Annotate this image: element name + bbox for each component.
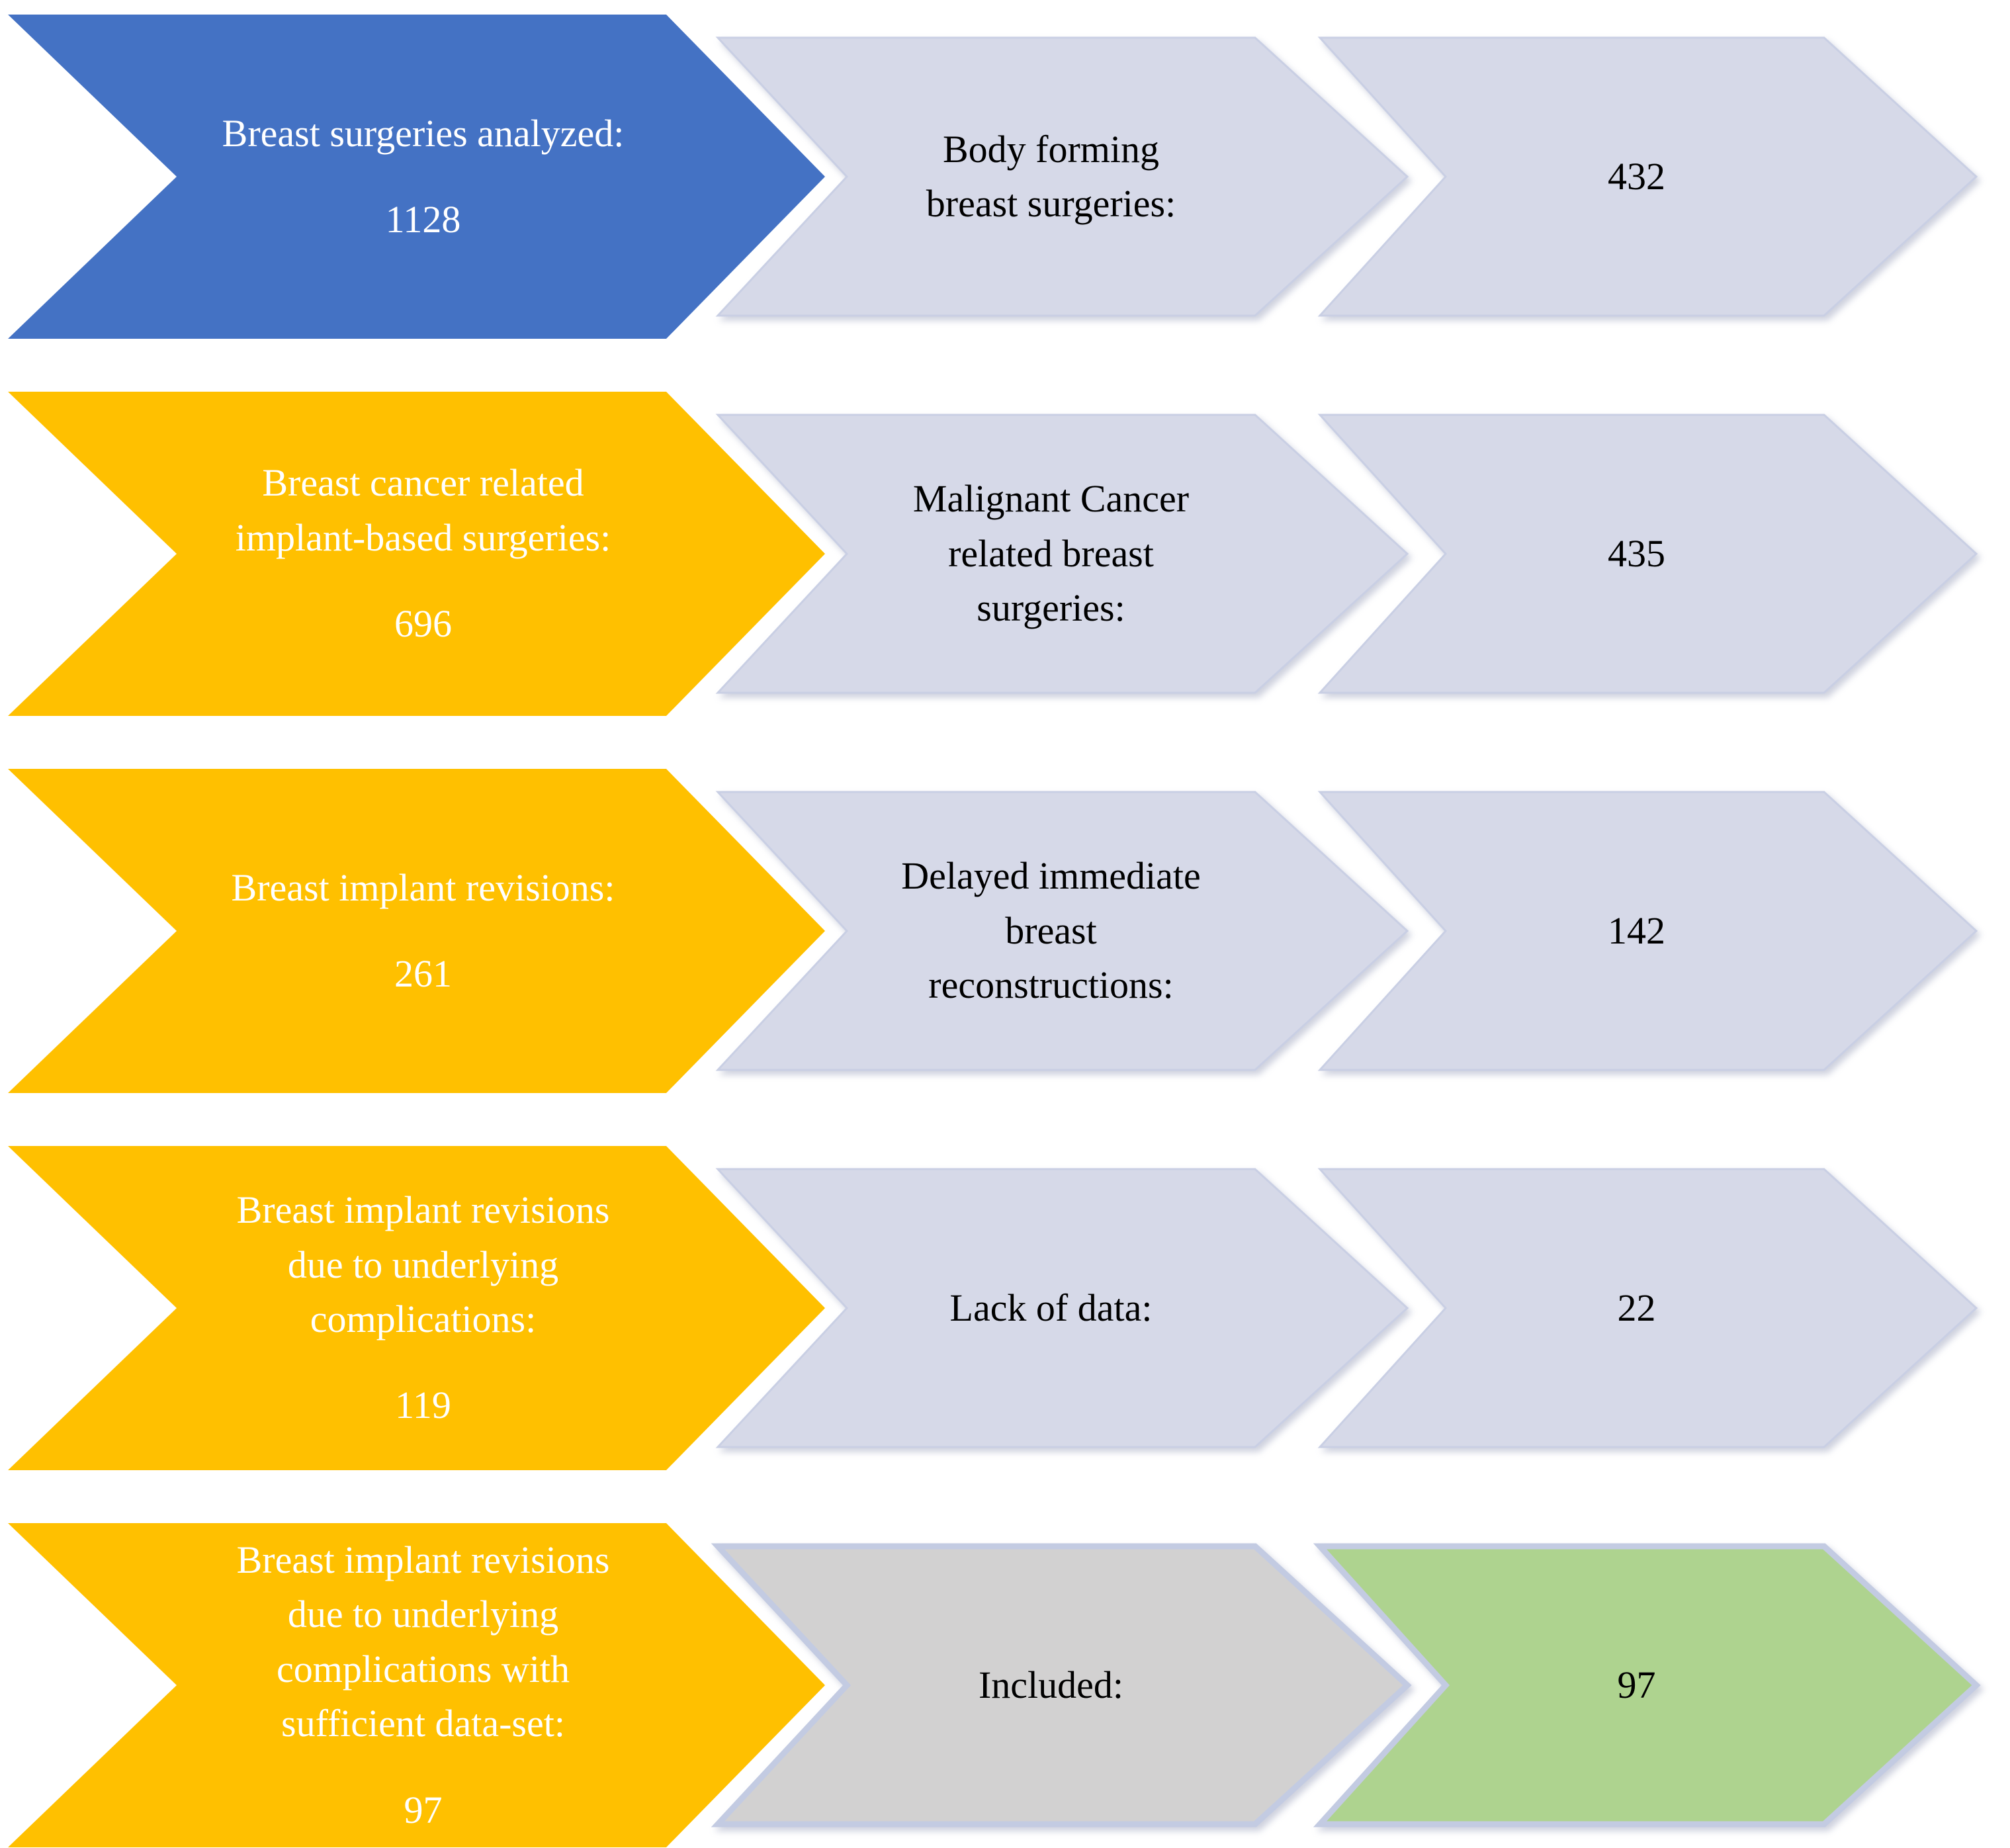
- chevron-value: 22: [1617, 1286, 1656, 1329]
- chevron-arrow-icon: [1313, 1543, 1981, 1827]
- chevron-row3-count: 142: [1317, 791, 1978, 1071]
- chevron-row1-category: Body forming breast surgeries:: [715, 36, 1409, 317]
- chevron-value: 119: [395, 1384, 451, 1427]
- chevron-arrow-icon: [8, 1523, 825, 1847]
- chevron-value: 696: [394, 602, 452, 646]
- chevron-label: Included:: [978, 1663, 1124, 1706]
- chevron-row4-category: Lack of data:: [715, 1168, 1409, 1448]
- chevron-arrow-icon: [715, 791, 1409, 1071]
- chevron-value: 432: [1608, 154, 1665, 198]
- chevron-arrow-icon: [1317, 1168, 1978, 1448]
- chevron-row4-count: 22: [1317, 1168, 1978, 1448]
- chevron-arrow-icon: [8, 392, 825, 716]
- chevron-row4-source: Breast implant revisions due to underlyi…: [8, 1146, 825, 1470]
- chevron-arrow-icon: [711, 1543, 1412, 1827]
- chevron-value: 97: [1617, 1663, 1656, 1706]
- chevron-arrow-icon: [8, 15, 825, 339]
- chevron-label: Breast implant revisions due to underlyi…: [236, 1188, 610, 1341]
- chevron-label: Breast implant revisions due to underlyi…: [236, 1538, 610, 1745]
- chevron-row5-included-count: 97: [1313, 1543, 1981, 1827]
- chevron-arrow-icon: [715, 1168, 1409, 1448]
- chevron-arrow-icon: [715, 36, 1409, 317]
- chevron-label: Breast implant revisions:: [231, 865, 615, 909]
- chevron-row2-source: Breast cancer related implant-based surg…: [8, 392, 825, 716]
- chevron-arrow-icon: [8, 1146, 825, 1470]
- chevron-row2-category: Malignant Cancer related breast surgerie…: [715, 414, 1409, 694]
- chevron-arrow-icon: [1317, 791, 1978, 1071]
- chevron-value: 97: [404, 1788, 443, 1831]
- chevron-label: Delayed immediate breast reconstructions…: [901, 854, 1201, 1007]
- chevron-value: 142: [1608, 908, 1665, 952]
- chevron-row3-source: Breast implant revisions: 261: [8, 769, 825, 1093]
- chevron-value: 435: [1608, 531, 1665, 575]
- chevron-row3-category: Delayed immediate breast reconstructions…: [715, 791, 1409, 1071]
- chevron-label: Body forming breast surgeries:: [926, 127, 1176, 225]
- chevron-row2-count: 435: [1317, 414, 1978, 694]
- chevron-label: Malignant Cancer related breast surgerie…: [912, 477, 1190, 630]
- chevron-arrow-icon: [1317, 36, 1978, 317]
- chevron-value: 261: [394, 952, 452, 995]
- chevron-row1-source: Breast surgeries analyzed: 1128: [8, 15, 825, 339]
- chevron-arrow-icon: [8, 769, 825, 1093]
- chevron-row1-count: 432: [1317, 36, 1978, 317]
- chevron-arrow-icon: [1317, 414, 1978, 694]
- chevron-arrow-icon: [715, 414, 1409, 694]
- chevron-label: Breast surgeries analyzed:: [222, 111, 625, 155]
- chevron-row5-included-label: Included:: [711, 1543, 1412, 1827]
- chevron-row5-source: Breast implant revisions due to underlyi…: [8, 1523, 825, 1847]
- chevron-label: Lack of data:: [949, 1286, 1153, 1329]
- chevron-value: 1128: [385, 198, 461, 241]
- chevron-label: Breast cancer related implant-based surg…: [235, 461, 611, 559]
